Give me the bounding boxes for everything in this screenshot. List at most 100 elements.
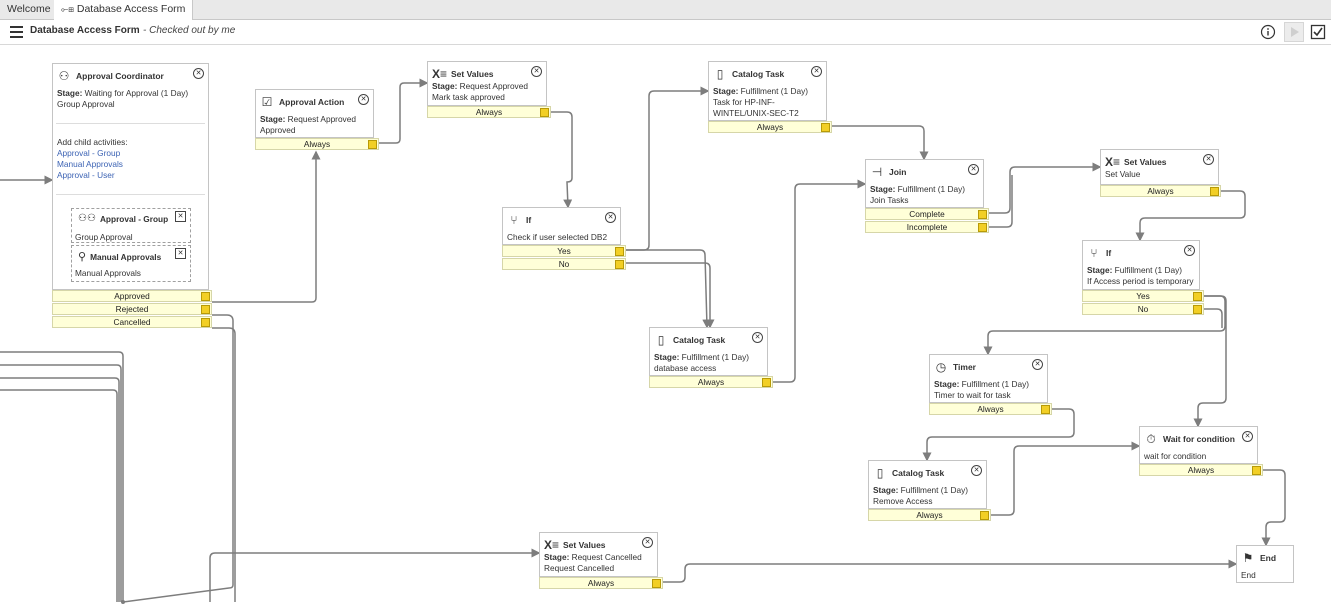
connector-handle[interactable] [201,305,210,314]
activity-name: Catalog Task [892,468,945,478]
close-icon[interactable]: ✕ [605,212,616,223]
connector-handle[interactable] [821,123,830,132]
document-icon: ▯ [876,466,884,480]
activity-name: Approval Action [279,97,345,107]
condition-label: Always [977,404,1004,414]
activity-catalog-task-hp[interactable]: ▯ Catalog Task ✕ Stage: Fulfillment (1 D… [708,61,827,121]
activity-timer[interactable]: ◷ Timer ✕ Stage: Fulfillment (1 Day) Tim… [929,354,1048,403]
condition-always[interactable]: Always [1100,185,1221,197]
close-icon[interactable]: ✕ [811,66,822,77]
condition-always[interactable]: Always [539,577,663,589]
close-icon[interactable]: ✕ [193,68,204,79]
activity-body: Stage: Waiting for Approval (1 Day) Grou… [57,88,204,110]
connector-handle[interactable] [978,223,987,232]
condition-yes[interactable]: Yes [502,245,626,257]
close-icon[interactable]: ✕ [531,66,542,77]
condition-no[interactable]: No [502,258,626,270]
close-icon[interactable]: ✕ [358,94,369,105]
child-manual-approvals[interactable]: ⚲ Manual Approvals ✕ Manual Approvals [71,245,191,282]
condition-always[interactable]: Always [255,138,379,150]
info-icon[interactable] [1260,24,1278,42]
add-child-section: Add child activities: Approval - Group M… [57,137,128,181]
connector-handle[interactable] [978,210,987,219]
connector-handle[interactable] [540,108,549,117]
activity-wait-for-condition[interactable]: ⏱ Wait for condition ✕ wait for conditio… [1139,426,1258,464]
condition-always[interactable]: Always [427,106,551,118]
activity-approval-coordinator[interactable]: ⚇ Approval Coordinator ✕ Stage: Waiting … [52,63,209,290]
connector-handle[interactable] [368,140,377,149]
activity-name: Set Values [563,540,606,550]
activity-if-temporary[interactable]: ⑂ If ✕ Stage: Fulfillment (1 Day) If Acc… [1082,240,1200,290]
child-approval-group[interactable]: ⚇⚇ Approval - Group ✕ Group Approval [71,208,191,243]
run-icon[interactable] [1284,22,1304,42]
add-approval-group-link[interactable]: Approval - Group [57,148,121,158]
close-icon[interactable]: ✕ [752,332,763,343]
condition-approved[interactable]: Approved [52,290,212,302]
connector-handle[interactable] [201,292,210,301]
condition-cancelled[interactable]: Cancelled [52,316,212,328]
connector-handle[interactable] [1193,305,1202,314]
connector-handle[interactable] [615,260,624,269]
add-approval-user-link[interactable]: Approval - User [57,170,115,180]
connector-handle[interactable] [762,378,771,387]
close-icon[interactable]: ✕ [968,164,979,175]
connector-handle[interactable] [1193,292,1202,301]
activity-name: If [526,215,532,225]
activity-end[interactable]: ⚑ End End [1236,545,1294,583]
stage-label: Stage: [654,352,680,362]
connector-handle[interactable] [201,318,210,327]
add-manual-approvals-link[interactable]: Manual Approvals [57,159,123,169]
connector-handle[interactable] [980,511,989,520]
close-icon[interactable]: ✕ [175,248,186,259]
connector-handle[interactable] [615,247,624,256]
connector-handle[interactable] [1210,187,1219,196]
condition-always[interactable]: Always [708,121,832,133]
condition-rejected[interactable]: Rejected [52,303,212,315]
condition-yes[interactable]: Yes [1082,290,1204,302]
set-values-icon: X≡ [432,67,448,81]
activity-description: Task for HP-INF-WINTEL/UNIX-SEC-T2 [713,97,799,118]
close-icon[interactable]: ✕ [1032,359,1043,370]
activity-if-db2[interactable]: ⑂ If ✕ Check if user selected DB2 [502,207,621,245]
connector-handle[interactable] [1041,405,1050,414]
activity-body: End [1241,570,1289,581]
connector-handle[interactable] [652,579,661,588]
tab-welcome[interactable]: Welcome [0,0,59,19]
activity-header: ▯ Catalog Task [873,465,945,481]
activity-name: Wait for condition [1163,434,1235,444]
condition-always[interactable]: Always [929,403,1052,415]
condition-label: Cancelled [113,317,151,327]
condition-label: Incomplete [906,222,948,232]
tab-database-access-form[interactable]: ⟜⊞ Database Access Form [54,0,194,20]
menu-icon[interactable] [10,26,23,38]
condition-complete[interactable]: Complete [865,208,989,220]
activity-name: Set Values [451,69,494,79]
close-icon[interactable]: ✕ [642,537,653,548]
condition-no[interactable]: No [1082,303,1204,315]
close-icon[interactable]: ✕ [1203,154,1214,165]
condition-always[interactable]: Always [649,376,773,388]
activity-header: X≡ Set Values [544,537,606,553]
checkout-status: - Checked out by me [143,25,236,36]
activity-set-values-approved[interactable]: X≡ Set Values ✕ Stage: Request Approved … [427,61,547,106]
stage-label: Stage: [1087,265,1113,275]
close-icon[interactable]: ✕ [1242,431,1253,442]
validate-checkbox-icon[interactable] [1310,24,1328,42]
activity-approval-action[interactable]: ☑ Approval Action ✕ Stage: Request Appro… [255,89,374,138]
condition-label: Always [587,578,615,588]
activity-join[interactable]: ⊣ Join ✕ Stage: Fulfillment (1 Day) Join… [865,159,984,208]
activity-description: Approved [260,125,296,135]
activity-set-values-cancelled[interactable]: X≡ Set Values ✕ Stage: Request Cancelled… [539,532,658,577]
activity-set-values-set-value[interactable]: X≡ Set Values ✕ Set Value [1100,149,1219,185]
activity-body: Stage: Request Cancelled Request Cancell… [544,552,653,574]
condition-label: Yes [1136,291,1150,301]
condition-always[interactable]: Always [1139,464,1263,476]
close-icon[interactable]: ✕ [175,211,186,222]
condition-always[interactable]: Always [868,509,991,521]
close-icon[interactable]: ✕ [971,465,982,476]
close-icon[interactable]: ✕ [1184,245,1195,256]
connector-handle[interactable] [1252,466,1261,475]
activity-catalog-task-remove[interactable]: ▯ Catalog Task ✕ Stage: Fulfillment (1 D… [868,460,987,509]
activity-catalog-task-database[interactable]: ▯ Catalog Task ✕ Stage: Fulfillment (1 D… [649,327,768,376]
condition-incomplete[interactable]: Incomplete [865,221,989,233]
